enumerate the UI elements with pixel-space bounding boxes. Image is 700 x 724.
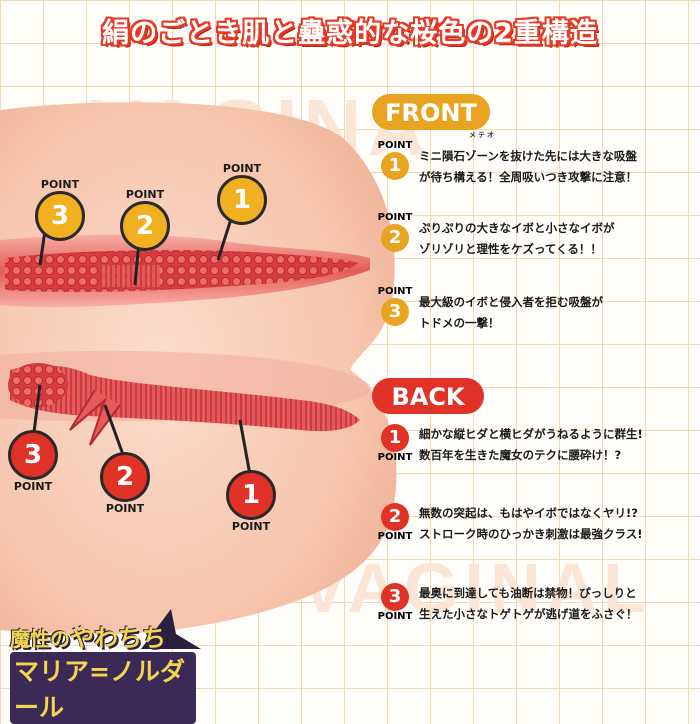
front-canal-texture xyxy=(5,250,358,293)
brand-logo: 魔性のやわちち マリア=ノルダール xyxy=(6,609,201,724)
page-title: 絹のごとき肌と蠱惑的な桜色の2重構造 xyxy=(102,18,598,49)
point-text-line: ストローク時のひっかき刺激は最強クラス! xyxy=(419,527,643,541)
front-ridge-zone xyxy=(100,265,160,287)
point-badge-icon: 3 POINT xyxy=(373,583,417,645)
front-marker-1: POINT 1 xyxy=(212,162,272,232)
ruby-annotation: メテオ xyxy=(469,131,496,139)
point-text-line: 生えた小さなトゲトゲが逃げ道をふさぐ！ xyxy=(419,607,638,621)
back-heading: BACK xyxy=(372,378,484,414)
front-marker-3: POINT 3 xyxy=(30,178,90,248)
point-text-line: が待ち構える！全周吸いつき攻撃に注意！ xyxy=(419,170,638,184)
back-point-1: 1 POINT 細かな縦ヒダと横ヒダがうねるように群生! 数百年を生きた魔女のテ… xyxy=(373,424,693,474)
point-text-line: ぷりぷりの大きなイボと小さなイボが xyxy=(419,221,615,235)
back-point-2: 2 POINT 無数の突起は、もはやイボではなくヤリ!? ストローク時のひっかき… xyxy=(373,503,693,553)
back-canal-texture xyxy=(10,365,360,432)
back-marker-2: 2 POINT xyxy=(100,452,150,522)
witch-hat-icon xyxy=(141,609,201,649)
point-text-line: 最大級のイボと侵入者を拒む吸盤が xyxy=(419,295,603,309)
point-badge-icon: POINT 2 xyxy=(373,212,417,274)
point-text-line: 無数の突起は、もはやイボではなくヤリ!? xyxy=(419,506,638,520)
point-text-line: ゾリゾリと理性をケズってくる！！ xyxy=(419,242,602,256)
point-badge-icon: 2 POINT xyxy=(373,503,417,565)
anatomy-diagram xyxy=(0,102,397,635)
front-point-1: POINT 1 メテオ ミニ隕石ゾーンを抜けた先には大きな吸盤 が待ち構える！全… xyxy=(373,131,693,190)
point-text-line: ミニ隕石ゾーンを抜けた先には大きな吸盤 xyxy=(419,149,637,163)
back-marker-1: 1 POINT xyxy=(226,470,276,540)
back-marker-3: 3 POINT xyxy=(8,430,58,500)
front-heading: FRONT xyxy=(372,94,490,130)
logo-text-2: マリア=ノルダール xyxy=(10,652,196,724)
back-point-3: 3 POINT 最奥に到達しても油断は禁物！ぴっしりと 生えた小さなトゲトゲが逃… xyxy=(373,583,693,633)
point-text-line: 最奥に到達しても油断は禁物！ぴっしりと xyxy=(419,586,637,600)
front-point-2: POINT 2 ぷりぷりの大きなイボと小さなイボが ゾリゾリと理性をケズってくる… xyxy=(373,212,693,262)
point-badge-icon: 1 POINT xyxy=(373,424,417,486)
point-text-line: トドメの一撃！ xyxy=(419,316,500,330)
front-marker-2: POINT 2 xyxy=(115,188,175,258)
back-end-bumps xyxy=(8,363,68,407)
back-spikes xyxy=(69,389,121,446)
front-point-3: POINT 3 最大級のイボと侵入者を拒む吸盤が トドメの一撃！ xyxy=(373,286,693,336)
point-text-line: 細かな縦ヒダと横ヒダがうねるように群生! xyxy=(419,427,643,441)
point-badge-icon: POINT 3 xyxy=(373,286,417,348)
logo-text-1b: やわちち xyxy=(70,624,166,652)
point-badge-icon: POINT 1 xyxy=(373,140,417,202)
logo-text-1a: 魔性の xyxy=(10,627,70,651)
point-text-line: 数百年を生きた魔女のテクに腰砕け！? xyxy=(419,448,622,462)
